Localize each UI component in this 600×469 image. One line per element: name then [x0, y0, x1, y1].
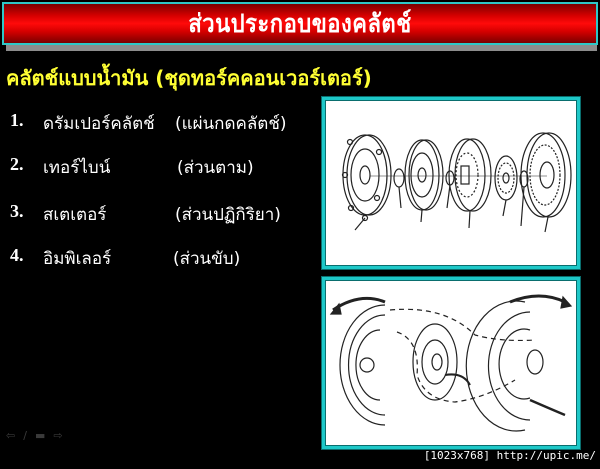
slide-subtitle: คลัตช์แบบน้ำมัน (ชุดทอร์คคอนเวอร์เตอร์) [6, 66, 372, 90]
item-description: (ส่วนตาม) [177, 158, 254, 178]
next-arrow-icon[interactable]: ⇨ [53, 429, 63, 442]
item-description: (ส่วนขับ) [173, 249, 241, 269]
item-name: สเตเตอร์ [43, 205, 107, 225]
item-description: (ส่วนปฏิกิริยา) [175, 205, 281, 225]
item-number: 3. [10, 201, 24, 221]
watermark: [1023x768] http://upic.me/ [423, 449, 596, 462]
torque-converter-exploded-illustration [341, 132, 572, 233]
pen-icon[interactable]: ∕ [23, 429, 27, 442]
item-name: ดรัมเปอร์คลัตช์ [43, 114, 155, 134]
slide-navigation: ⇦ ∕ ▬ ⇨ [6, 430, 63, 442]
item-name: อิมพิเลอร์ [43, 249, 112, 269]
title-bar-shadow [6, 44, 597, 51]
torque-converter-flow-illustration [329, 294, 573, 432]
exploded-view-image [322, 97, 580, 269]
title-bar: ส่วนประกอบของคลัตช์ [2, 2, 598, 45]
item-description: (แผ่นกดคลัตช์) [175, 114, 287, 134]
fluid-flow-image [322, 277, 580, 449]
item-number: 2. [10, 154, 24, 174]
item-number: 4. [10, 245, 24, 265]
item-name: เทอร์ไบน์ [43, 158, 111, 178]
slide-title: ส่วนประกอบของคลัตช์ [188, 10, 412, 40]
menu-icon[interactable]: ▬ [34, 429, 46, 442]
prev-arrow-icon[interactable]: ⇦ [6, 429, 16, 442]
item-number: 1. [10, 110, 24, 130]
